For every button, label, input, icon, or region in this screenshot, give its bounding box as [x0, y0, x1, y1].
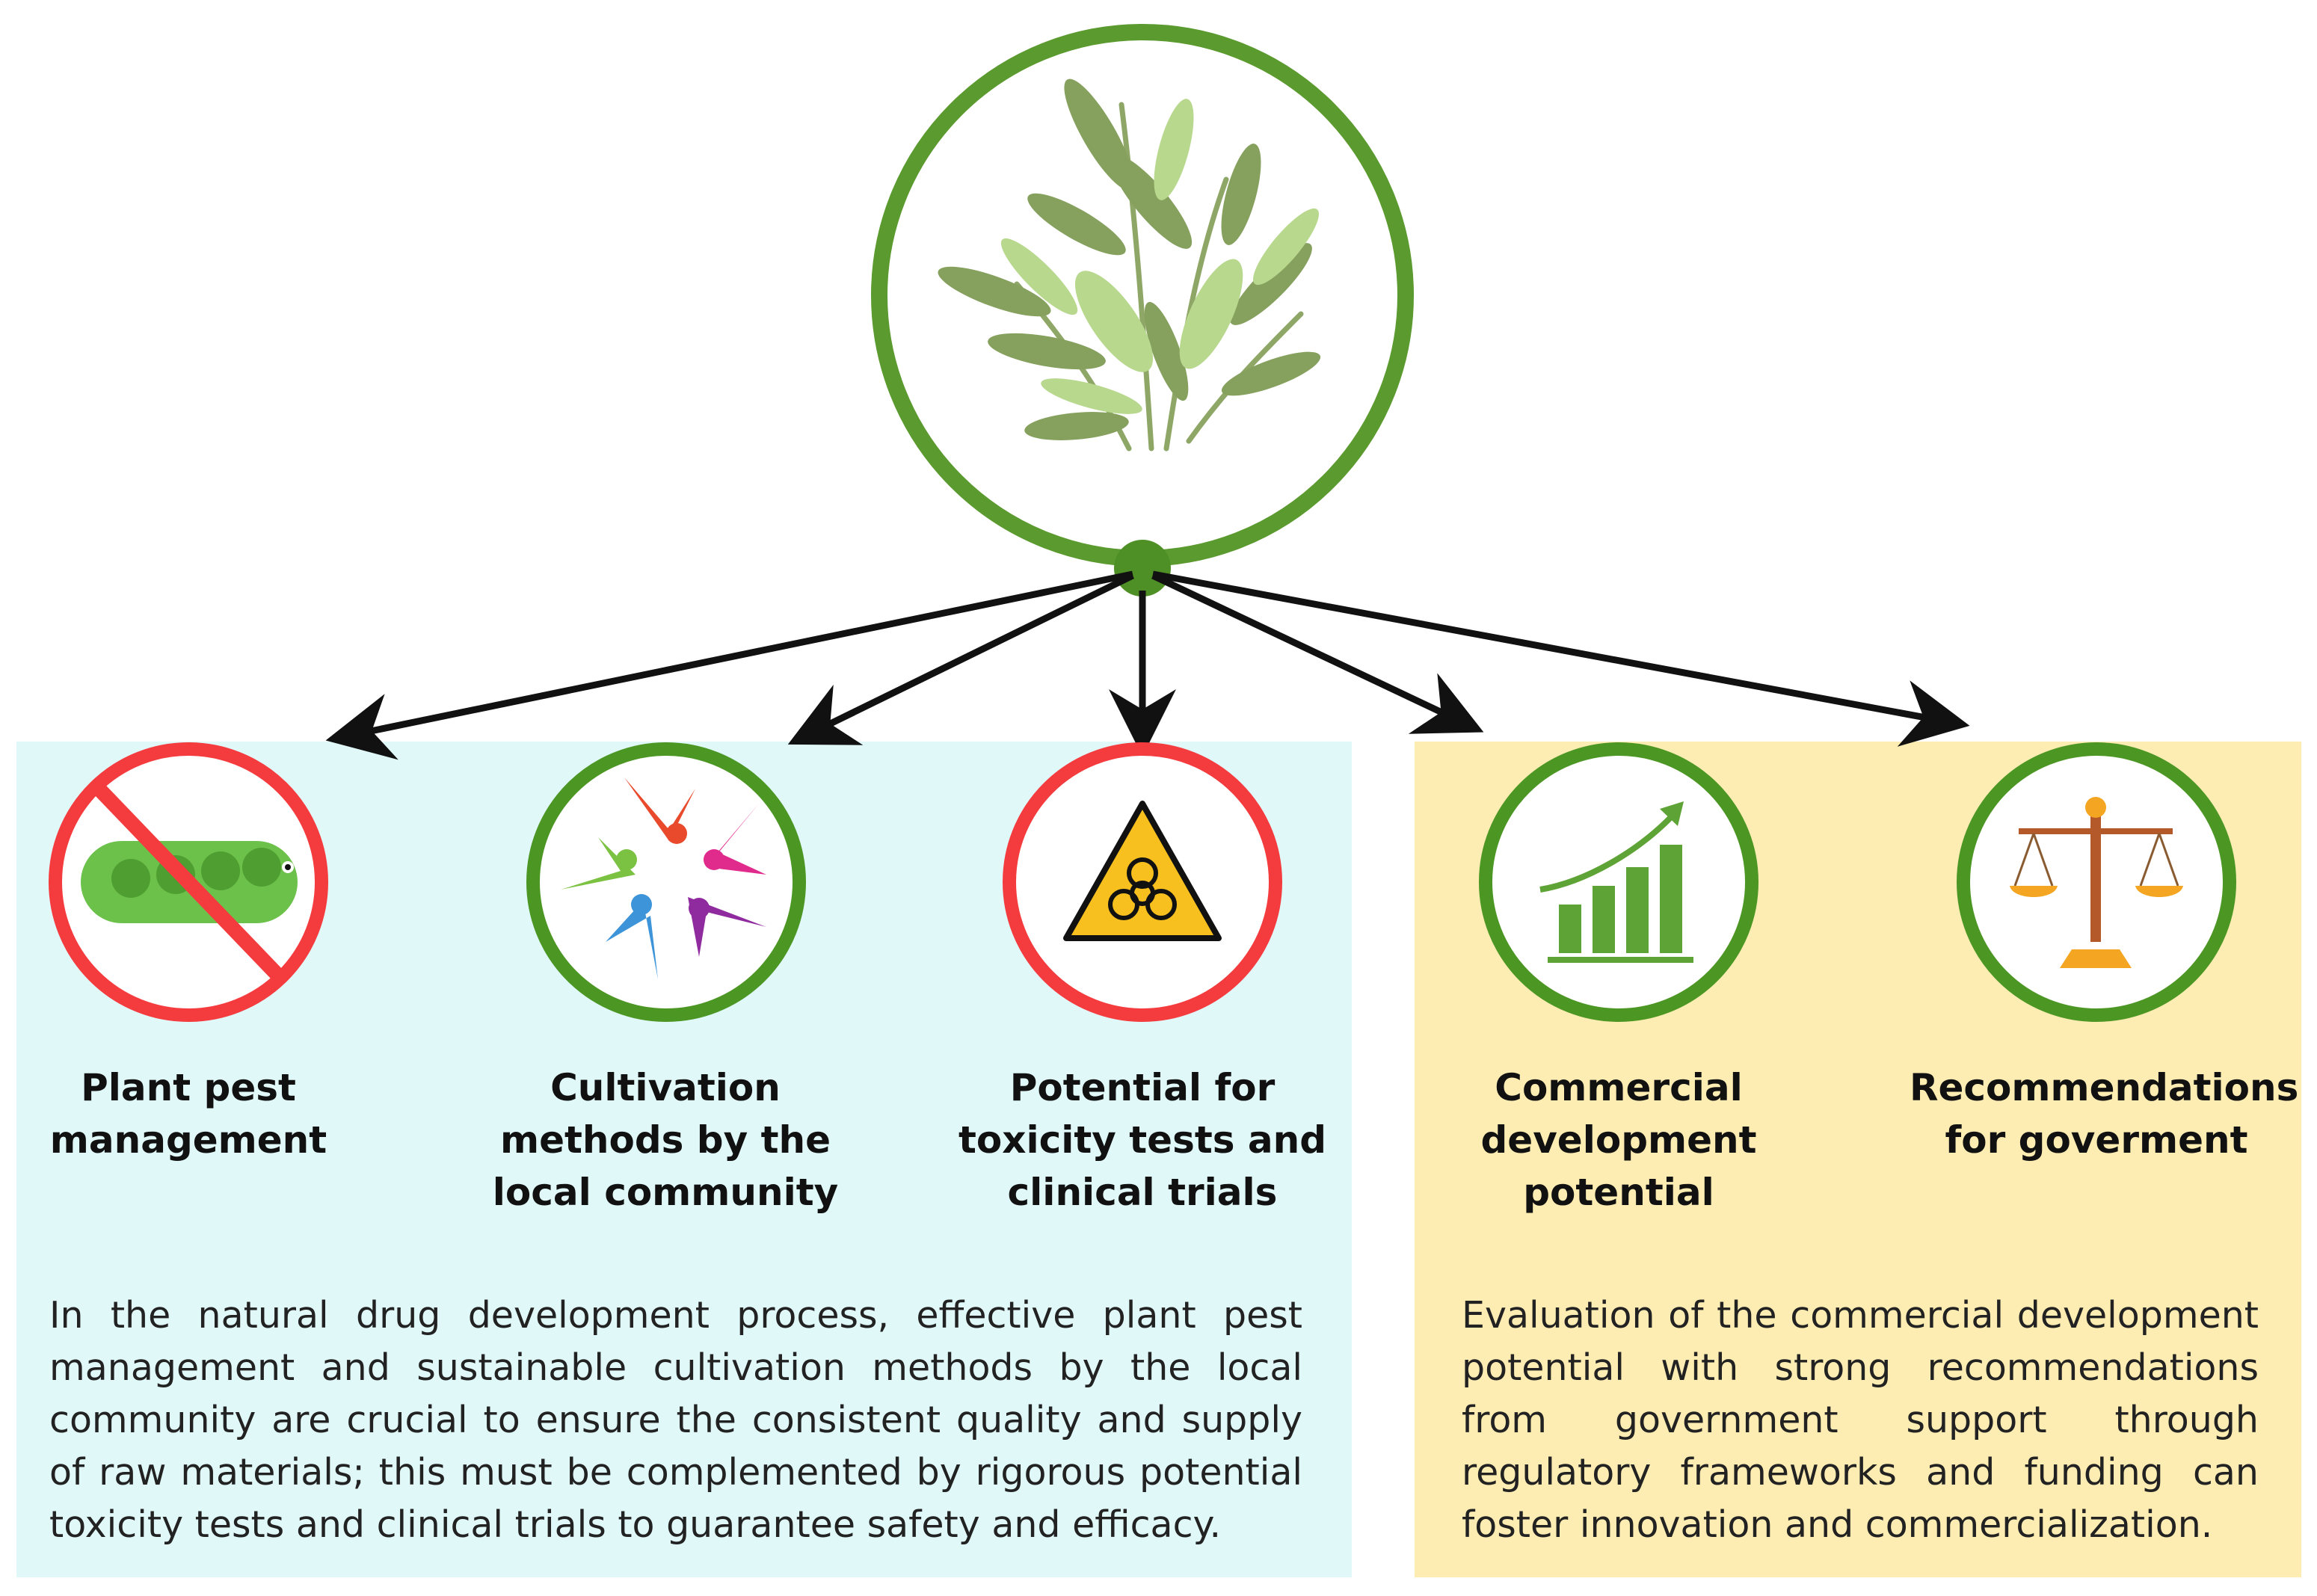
government-node [1957, 742, 2236, 1022]
commercial-ring [1479, 742, 1758, 1022]
arrow-to-cultivation [787, 572, 1134, 745]
arrows [325, 570, 1970, 760]
scales-of-justice-icon [2010, 797, 2183, 968]
arrow-to-commercial [1151, 572, 1484, 734]
label-cultivation: Cultivation methods by the local communi… [492, 1066, 839, 1214]
growth-chart-icon [1539, 801, 1693, 963]
left-paragraph: In the natural drug development process,… [49, 1294, 1302, 1546]
right-paragraph: Evaluation of the commercial development… [1462, 1294, 2259, 1546]
cultivation-node [526, 742, 806, 1022]
cultivation-ring [526, 742, 806, 1022]
label-commercial: Commercial development potential [1480, 1066, 1757, 1214]
biohazard-icon [1063, 801, 1222, 941]
arrow-to-pest [325, 570, 1133, 760]
commercial-node [1479, 742, 1758, 1022]
center-node [871, 24, 1414, 597]
hub-node [1114, 540, 1171, 597]
toxicity-node [1003, 742, 1282, 1022]
no-caterpillar-icon [81, 783, 298, 983]
label-pest: Plant pest management [49, 1066, 327, 1162]
label-government: Recommendations for goverment [1910, 1066, 2299, 1162]
arrow-to-government [1152, 570, 1970, 747]
community-people-icon [561, 777, 766, 979]
olive-branch-icon [938, 78, 1321, 452]
label-toxicity: Potential for toxicity tests and clinica… [958, 1066, 1327, 1214]
pest-node [49, 742, 328, 1022]
